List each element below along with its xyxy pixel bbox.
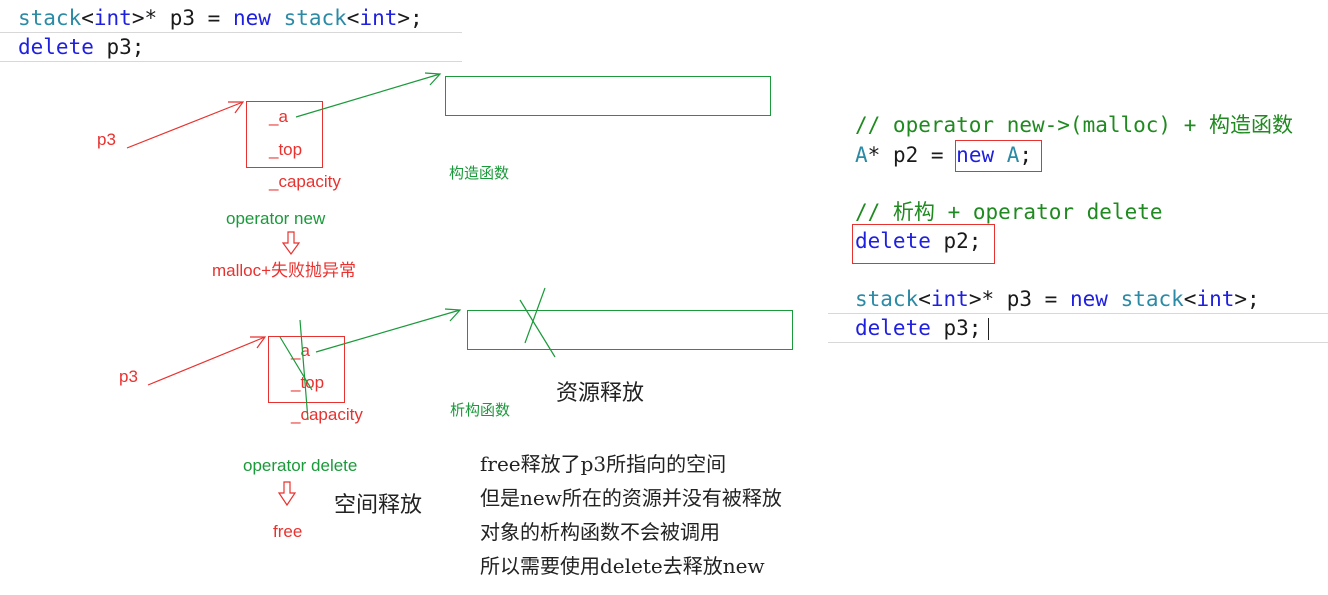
- note-line-3: 对象的析构函数不会被调用: [480, 520, 720, 544]
- top-member-arrowhead: [424, 72, 442, 86]
- top-member-arrow: [295, 73, 441, 118]
- bottom-member-capacity: _capacity: [291, 405, 363, 424]
- note-line-4: 所以需要使用delete去释放new: [480, 554, 765, 578]
- top-object-box: [246, 101, 323, 168]
- text-cursor: [988, 318, 989, 340]
- note-line-2: 但是new所在的资源并没有被释放: [480, 486, 782, 510]
- right-code-underline: [828, 342, 1328, 343]
- top-pointer-label: p3: [97, 130, 116, 149]
- top-pointer-arrowhead: [228, 101, 245, 114]
- operator-delete-label: operator delete: [243, 456, 358, 475]
- bottom-member-arrowhead: [444, 308, 462, 322]
- resource-free-label: 资源释放: [556, 381, 645, 406]
- right-comment-1: // operator new->(malloc) + 构造函数: [855, 113, 1294, 137]
- new-expression-highlight: [955, 140, 1042, 172]
- object-strike-line-1: [279, 336, 313, 391]
- bottom-member-a: _a: [291, 341, 310, 360]
- bottom-pointer-label: p3: [119, 367, 138, 386]
- right-code-new-line: A* p2 = new A;: [855, 143, 1033, 167]
- top-pointer-arrow: [126, 101, 244, 149]
- resource-strike-line-2: [524, 287, 546, 344]
- right-code-line-4: delete p3;: [855, 316, 982, 340]
- left-code-line-2: delete p3;: [18, 35, 145, 59]
- right-comment-2: // 析构 + operator delete: [855, 200, 1163, 224]
- bottom-member-arrow: [315, 309, 461, 353]
- constructor-label: 构造函数: [449, 165, 510, 182]
- operator-delete-down-arrow: [277, 481, 297, 507]
- right-code-separator: [828, 313, 1328, 314]
- left-code-underline: [0, 61, 462, 62]
- space-free-label: 空间释放: [334, 493, 423, 518]
- note-line-1: free释放了p3所指向的空间: [480, 452, 727, 476]
- right-code-delete-line: delete p2;: [855, 229, 982, 253]
- destructor-label: 析构函数: [450, 402, 511, 419]
- free-label: free: [273, 522, 303, 541]
- object-strike-line-2: [299, 319, 309, 421]
- delete-expression-highlight: [852, 224, 995, 264]
- malloc-label: malloc+失败抛异常: [212, 261, 357, 280]
- top-resource-box: [445, 76, 771, 116]
- bottom-pointer-arrowhead: [250, 336, 267, 349]
- left-code-separator: [0, 32, 462, 33]
- top-member-a: _a: [269, 107, 288, 126]
- bottom-resource-box: [467, 310, 793, 350]
- top-member-capacity: _capacity: [269, 172, 341, 191]
- right-code-line-3: stack<int>* p3 = new stack<int>;: [855, 287, 1260, 311]
- bottom-pointer-arrow: [147, 336, 266, 386]
- operator-new-down-arrow: [281, 231, 301, 256]
- resource-strike-line-1: [519, 299, 556, 358]
- operator-new-label: operator new: [226, 209, 326, 228]
- top-member-top: _top: [269, 140, 303, 159]
- left-code-line-1: stack<int>* p3 = new stack<int>;: [18, 6, 423, 30]
